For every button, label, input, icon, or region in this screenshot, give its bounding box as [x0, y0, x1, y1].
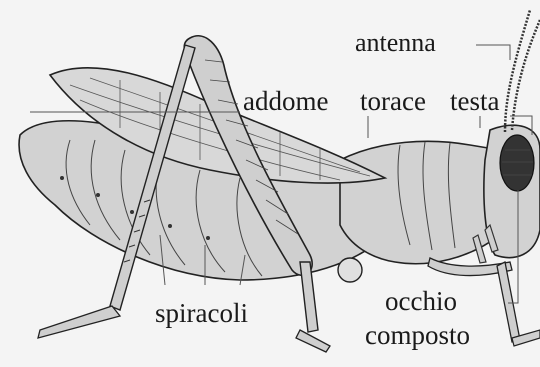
knee-joint	[338, 258, 362, 282]
compound-eye	[500, 135, 534, 191]
label-occhio: occhio	[385, 288, 457, 315]
label-antenna: antenna	[355, 30, 436, 56]
label-addome: addome	[243, 88, 328, 115]
label-composto: composto	[365, 322, 470, 349]
label-testa: testa	[450, 88, 499, 115]
label-spiracoli: spiracoli	[155, 300, 248, 327]
label-torace: torace	[360, 88, 426, 115]
